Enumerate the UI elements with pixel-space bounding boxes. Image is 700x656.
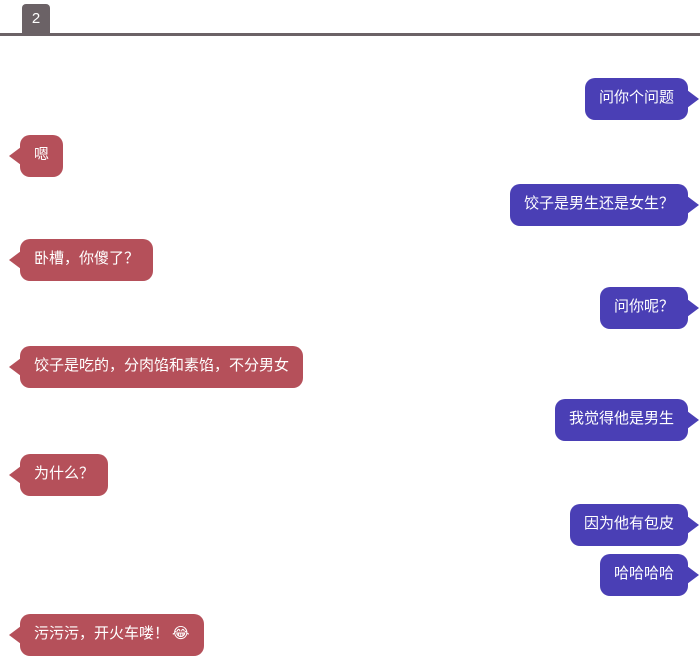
message-row: 嗯 — [0, 135, 700, 177]
message-text: 为什么？ — [34, 465, 95, 482]
message-text: 嗯 — [34, 146, 50, 163]
message-bubble-received[interactable]: 嗯 — [20, 135, 64, 177]
tab-bar-divider — [0, 33, 700, 36]
message-bubble-sent[interactable]: 饺子是男生还是女生？ — [509, 184, 688, 226]
message-row: 饺子是吃的，分肉馅和素馅，不分男女 — [0, 346, 700, 388]
message-row: 卧槽，你傻了？ — [0, 239, 700, 281]
message-text: 污污污，开火车喽！ — [34, 625, 170, 642]
message-text: 饺子是男生还是女生？ — [523, 195, 674, 212]
face-with-tears-of-joy-emoji: 😂 — [172, 625, 190, 642]
message-text: 问你呢？ — [613, 298, 674, 315]
message-text: 哈哈哈哈 — [613, 565, 674, 582]
message-bubble-received[interactable]: 卧槽，你傻了？ — [20, 239, 154, 281]
message-bubble-received[interactable]: 污污污，开火车喽！😂 — [20, 614, 204, 656]
message-text: 问你个问题 — [598, 89, 674, 106]
message-row: 因为他有包皮 — [0, 504, 700, 546]
message-row: 哈哈哈哈 — [0, 554, 700, 596]
message-text: 卧槽，你傻了？ — [34, 250, 140, 267]
message-row: 污污污，开火车喽！😂 — [0, 614, 700, 656]
message-bubble-sent[interactable]: 问你个问题 — [584, 78, 688, 120]
message-row: 饺子是男生还是女生？ — [0, 184, 700, 226]
message-row: 我觉得他是男生 — [0, 399, 700, 441]
tab-bar: 2 — [0, 0, 700, 36]
message-bubble-sent[interactable]: 哈哈哈哈 — [599, 554, 688, 596]
message-text: 因为他有包皮 — [583, 515, 674, 532]
message-row: 问你个问题 — [0, 78, 700, 120]
chat-transcript: 问你个问题嗯饺子是男生还是女生？ 卧槽，你傻了？ 问你呢？ 饺子是吃的，分肉馅和素馅，… — [0, 36, 700, 656]
message-bubble-sent[interactable]: 我觉得他是男生 — [554, 399, 688, 441]
message-bubble-received[interactable]: 为什么？ — [20, 454, 109, 496]
message-row: 问你呢？ — [0, 287, 700, 329]
message-text: 饺子是吃的，分肉馅和素馅，不分男女 — [34, 357, 290, 374]
message-bubble-received[interactable]: 饺子是吃的，分肉馅和素馅，不分男女 — [20, 346, 304, 388]
tab-2[interactable]: 2 — [22, 4, 50, 35]
message-text: 我觉得他是男生 — [568, 410, 674, 427]
message-row: 为什么？ — [0, 454, 700, 496]
message-bubble-sent[interactable]: 因为他有包皮 — [569, 504, 688, 546]
message-bubble-sent[interactable]: 问你呢？ — [599, 287, 688, 329]
